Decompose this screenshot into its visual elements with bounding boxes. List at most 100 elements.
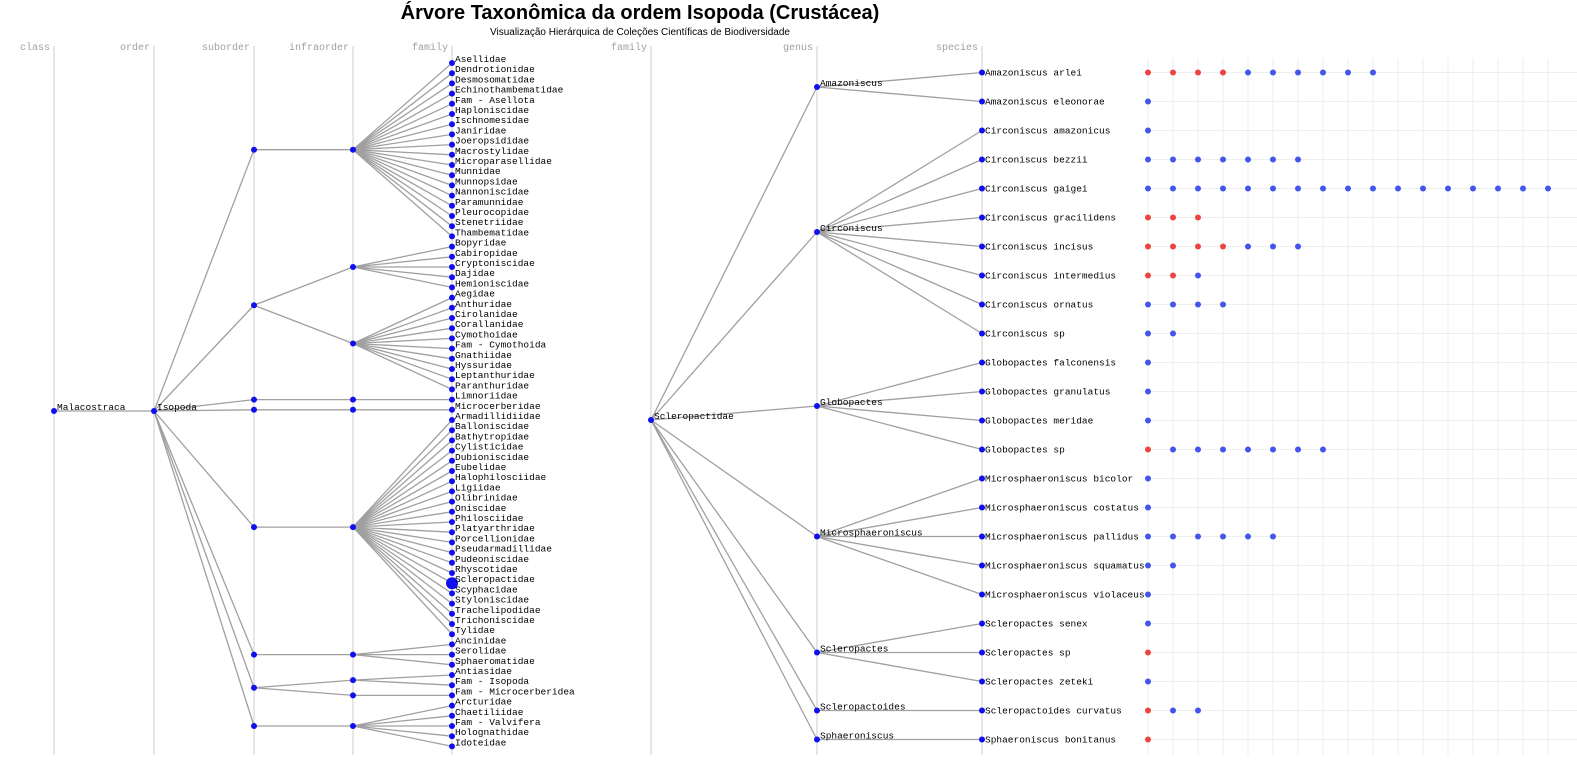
tree-node <box>350 723 356 729</box>
tree-node <box>449 478 455 485</box>
tree-link <box>352 266 453 289</box>
record-dot <box>1195 185 1201 192</box>
tree-link <box>153 149 255 412</box>
node-layer <box>51 60 1551 750</box>
tree-node <box>449 468 455 474</box>
family-label: Trachelipodidae <box>455 605 541 616</box>
tree-node <box>449 355 455 362</box>
family-label: Bathytropidae <box>455 431 529 442</box>
family-label: Haploniscidae <box>455 105 529 116</box>
record-dot <box>1495 185 1501 192</box>
family-label: Hyssuridae <box>455 360 512 371</box>
family-label: Antiasidae <box>455 666 512 677</box>
family-label: Munnidae <box>455 166 501 177</box>
record-dot <box>1195 214 1201 221</box>
record-dot <box>1345 69 1351 76</box>
level-header: suborder <box>202 42 250 54</box>
tree-node <box>449 427 455 434</box>
tree-node <box>449 682 455 689</box>
species-label: Microsphaeroniscus costatus <box>985 503 1139 514</box>
species-label: Scleropactes senex <box>985 619 1088 630</box>
tree-node <box>251 406 257 413</box>
tree-link <box>352 526 453 564</box>
family-label: Joeropsididae <box>455 136 529 147</box>
tree-link <box>816 622 983 654</box>
tree-node <box>350 651 356 658</box>
tree-node <box>449 376 455 383</box>
tree-node <box>814 707 820 714</box>
record-dot <box>1145 562 1151 569</box>
tree-node <box>449 723 455 729</box>
tree-node <box>814 403 820 409</box>
tree-node <box>814 229 820 235</box>
record-dot <box>1145 301 1151 308</box>
tree-link <box>816 535 983 567</box>
tree-link <box>650 419 818 740</box>
record-dot <box>1170 533 1176 540</box>
record-dot <box>1345 185 1351 192</box>
tree-node <box>449 294 455 301</box>
tree-node <box>979 475 985 482</box>
record-dot <box>1370 185 1376 192</box>
tree-node <box>979 533 985 540</box>
tree-node <box>449 621 455 627</box>
family-label: Limnoriidae <box>455 391 518 402</box>
tree-node <box>979 214 985 221</box>
tree-link <box>153 410 255 528</box>
tree-node <box>449 60 455 66</box>
record-dot <box>1145 533 1151 540</box>
tree-node <box>449 702 455 709</box>
tree-node <box>979 678 985 685</box>
tree-link <box>153 410 255 688</box>
family-label: Fam - Microcerberidea <box>455 686 575 697</box>
family-label: Philosciidae <box>455 513 524 524</box>
tree-node <box>814 84 820 90</box>
tree-node <box>449 121 455 128</box>
tree-node <box>814 736 820 743</box>
tree-node <box>979 359 985 366</box>
tree-link <box>816 129 983 233</box>
tree-node <box>251 524 257 531</box>
record-dot <box>1145 678 1151 685</box>
tree-link <box>650 405 818 421</box>
tree-link <box>816 216 983 233</box>
record-dot <box>1245 243 1251 250</box>
record-dot <box>1145 388 1151 395</box>
tree-link <box>352 149 453 176</box>
family-label: Arcturidae <box>455 697 512 708</box>
tree-link <box>352 470 453 528</box>
family-label: Dendrotionidae <box>455 64 535 75</box>
tree-link <box>352 123 453 151</box>
tree-link <box>352 256 453 268</box>
record-dot <box>1245 533 1251 540</box>
tree-node <box>449 223 455 230</box>
tree-link <box>816 231 983 335</box>
family-label: Porcellionidae <box>455 533 535 544</box>
tree-node <box>251 396 257 403</box>
tree-node <box>449 264 455 270</box>
tree-node <box>979 156 985 163</box>
record-dot <box>1270 185 1276 192</box>
record-dot <box>1195 156 1201 163</box>
tree-node <box>979 69 985 76</box>
tree-node <box>979 272 985 279</box>
tree-node <box>979 504 985 511</box>
family-root-label: Scleropactidae <box>654 411 734 422</box>
tree-link <box>352 342 453 380</box>
tree-node <box>350 524 356 531</box>
record-dot <box>1395 185 1401 192</box>
tree-node <box>449 284 455 291</box>
tree-link <box>352 133 453 151</box>
tree-link <box>816 390 983 407</box>
tree-node <box>449 70 455 77</box>
tree-node <box>648 417 654 423</box>
tree-node <box>449 304 455 311</box>
record-dot <box>1145 359 1151 366</box>
tree-link <box>352 653 453 666</box>
tree-node <box>449 437 455 444</box>
species-label: Scleropactoides curvatus <box>985 706 1122 717</box>
family-label: Desmosomatidae <box>455 74 535 85</box>
family-label: Stenetriidae <box>455 217 524 228</box>
family-label: Rhyscotidae <box>455 564 518 575</box>
tree-link <box>352 511 453 528</box>
